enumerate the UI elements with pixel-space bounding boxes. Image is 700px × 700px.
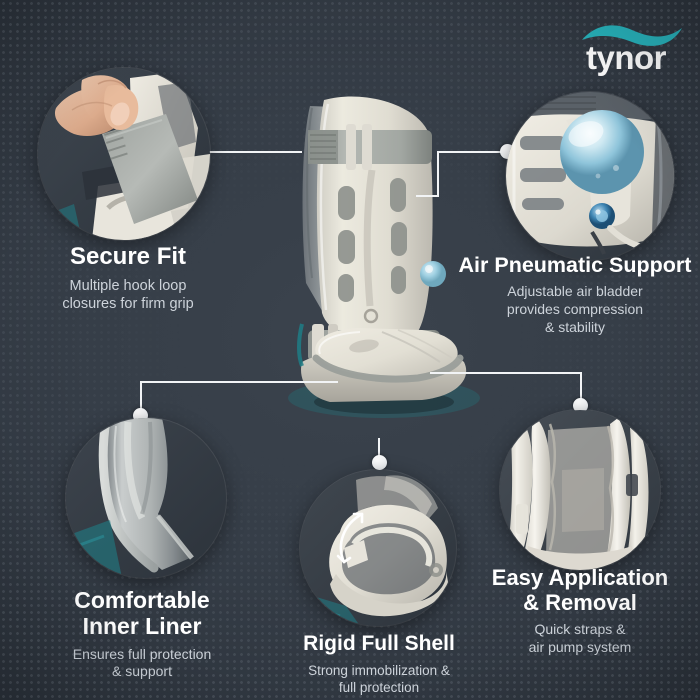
caption-rigid-full-shell: Rigid Full Shell Strong immobilization &… — [268, 632, 490, 696]
subtitle-line: & stability — [545, 318, 605, 335]
feature-image-secure-fit — [38, 68, 210, 240]
feature-subtitle-easy-application-removal: Quick straps & air pump system — [460, 621, 700, 657]
feature-image-air-pneumatic-support — [506, 92, 674, 260]
air-pneumatic-illustration — [506, 92, 674, 260]
title-line: Easy Application — [491, 565, 669, 590]
feature-title-easy-application-removal: Easy Application & Removal — [460, 565, 700, 615]
title-line: Comfortable — [74, 587, 210, 613]
feature-title-secure-fit: Secure Fit — [69, 243, 187, 270]
caption-air-pneumatic-support: Air Pneumatic Support Adjustable air bla… — [452, 253, 698, 337]
caption-easy-application-removal: Easy Application & Removal Quick straps … — [460, 565, 700, 657]
feature-title-comfortable-inner-liner: Comfortable Inner Liner — [20, 587, 264, 640]
title-line: Inner Liner — [82, 612, 202, 639]
feature-subtitle-air-pneumatic-support: Adjustable air bladder provides compress… — [452, 283, 698, 337]
subtitle-line: Multiple hook loop — [69, 277, 187, 294]
feature-image-easy-application-removal — [500, 410, 660, 570]
feature-subtitle-secure-fit: Multiple hook loop closures for firm gri… — [18, 277, 238, 314]
feature-image-rigid-full-shell — [300, 470, 456, 626]
subtitle-line: closures for firm grip — [62, 296, 194, 313]
feature-subtitle-rigid-full-shell: Strong immobilization & full protection — [268, 662, 490, 697]
caption-comfortable-inner-liner: Comfortable Inner Liner Ensures full pro… — [20, 587, 264, 682]
subtitle-line: provides compression — [506, 300, 644, 317]
subtitle-line: full protection — [338, 679, 420, 695]
product-image-walker-boot — [272, 78, 502, 418]
subtitle-line: Ensures full protection — [72, 645, 212, 662]
title-line: & Removal — [523, 589, 637, 615]
easy-application-illustration — [500, 410, 660, 570]
feature-title-rigid-full-shell: Rigid Full Shell — [303, 632, 455, 655]
caption-secure-fit: Secure Fit Multiple hook loop closures f… — [18, 243, 238, 314]
subtitle-line: Adjustable air bladder — [507, 283, 643, 300]
rigid-shell-illustration — [300, 470, 456, 626]
brand-name: tynor — [586, 39, 667, 76]
subtitle-line: air pump system — [528, 639, 632, 656]
subtitle-line: Strong immobilization & — [308, 662, 450, 678]
feature-subtitle-comfortable-inner-liner: Ensures full protection & support — [20, 646, 264, 682]
feature-title-air-pneumatic-support: Air Pneumatic Support — [458, 253, 692, 277]
subtitle-line: Quick straps & — [534, 621, 626, 638]
swoosh-icon — [582, 25, 682, 46]
subtitle-line: & support — [112, 663, 172, 680]
inner-liner-illustration — [66, 418, 226, 578]
brand-logo: tynor — [566, 22, 686, 80]
secure-fit-illustration — [38, 68, 210, 240]
feature-image-comfortable-inner-liner — [66, 418, 226, 578]
